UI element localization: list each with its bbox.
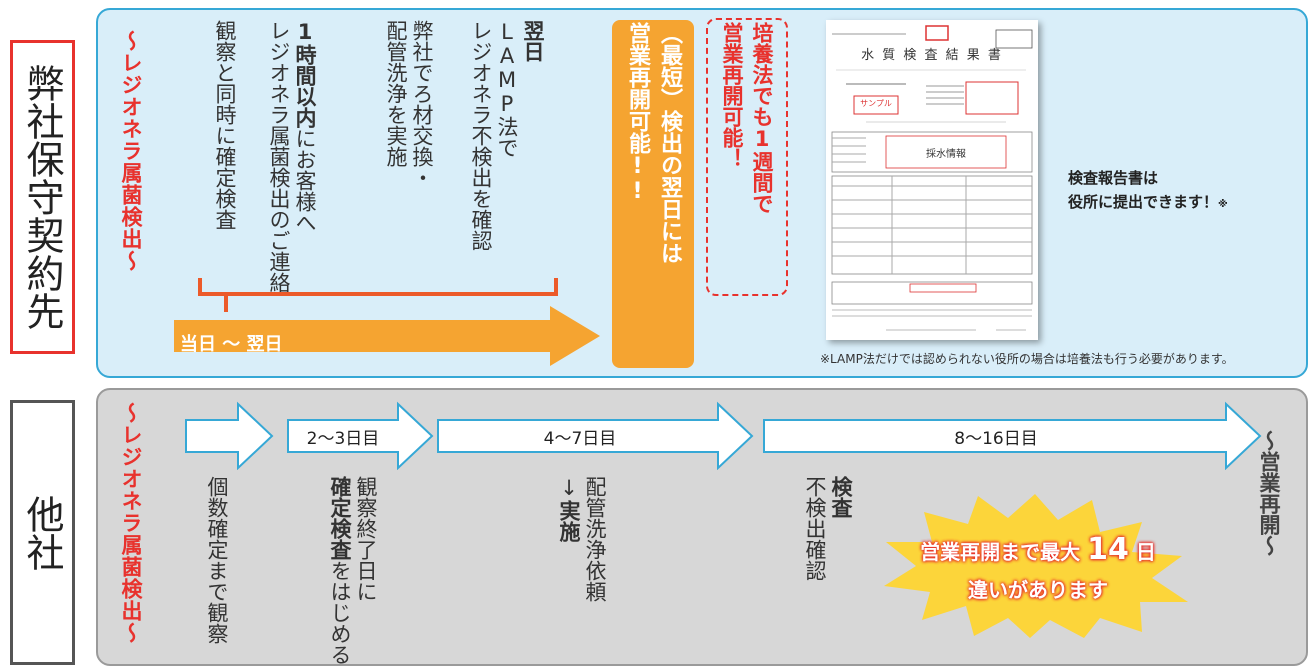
other-step-observe: 個数確定まで観察 [205, 476, 229, 644]
step-observation: 観察と同時に確定検査 [213, 20, 237, 230]
difference-burst [884, 494, 1188, 638]
orange-content-text: （最短）検出の翌日には営業再開可能!! [625, 22, 682, 264]
step-media-exchange: 弊社でろ材交換・配管洗浄を実施 [383, 20, 435, 280]
duration-arrows [185, 401, 1262, 470]
culture-method-box [706, 18, 788, 296]
burst-text-line2: 違いがあります [968, 578, 1108, 602]
other-step-inspection: 検査不検出確認 [803, 476, 853, 581]
duration-label-3: 8〜16日目 [954, 429, 1038, 449]
report-title: 水 質 検 査 結 果 書 [861, 48, 1003, 63]
burst-text-line1: 営業再開まで最大 14 日 [920, 532, 1156, 567]
duration-label-2: 4〜7日目 [543, 429, 617, 449]
report-stamp: サンプル [860, 99, 892, 108]
other-end-label: 〜営業再開〜 [1257, 430, 1281, 556]
our-company-label: 弊社保守契約先 [10, 40, 75, 354]
other-company-label: 他社 [10, 400, 75, 665]
dash-content-text: 培養法でも1週間で営業再開可能！ [720, 22, 774, 214]
s2t-text: にお客様へレジオネラ属菌検出のご連絡 [267, 20, 317, 293]
step-contact: 1時間以内にお客様へレジオネラ属菌検出のご連絡 [267, 20, 317, 293]
orange-highlight-text: （最短）検出の翌日には営業再開可能!! [612, 22, 694, 366]
our-side-title: 〜レジオネラ属菌検出〜 [119, 30, 143, 272]
report-field: 採水情報 [926, 149, 966, 160]
other-step-piping: 配管洗浄依頼↓実施 [557, 476, 607, 602]
timeline-arrow [174, 278, 600, 366]
other-side-title: 〜レジオネラ属菌検出〜 [119, 402, 143, 644]
orange-highlight-box [612, 20, 694, 368]
s1t-text: 弊社でろ材交換・配管洗浄を実施 [384, 20, 434, 188]
duration-label-1: 2〜3日目 [306, 429, 380, 449]
culture-method-text: 培養法でも1週間で営業再開可能！ [706, 22, 788, 292]
timeline-label: 当日 〜 翌日 [180, 334, 283, 355]
water-quality-report-image: 水 質 検 査 結 果 書 サンプル 採水情報 [826, 20, 1038, 340]
our-company-panel [96, 8, 1308, 378]
other-step-confirm: 観察終了日に確定検査をはじめる [328, 476, 378, 665]
footnote: ※LAMP法だけでは認められない役所の場合は培養法も行う必要があります。 [820, 352, 1234, 366]
s0t-text: LAMP法でレジオネラ不検出を確認 [469, 20, 519, 251]
report-caption: 検査報告書は 役所に提出できます！※ [1068, 169, 1228, 211]
